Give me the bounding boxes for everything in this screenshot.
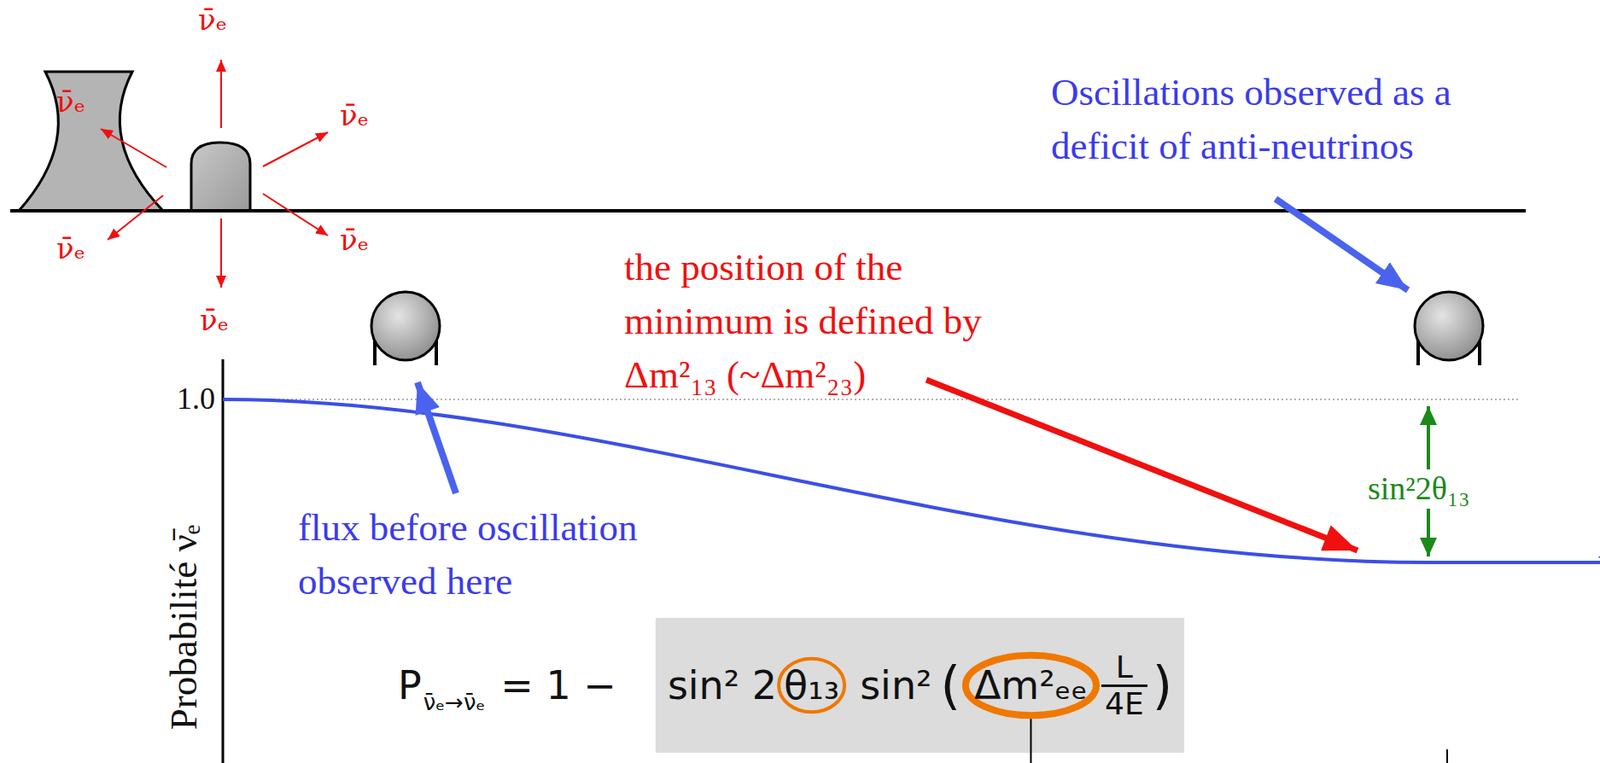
neutrino-label: ν̄ₑ bbox=[198, 3, 228, 37]
callout-arrow bbox=[417, 382, 456, 494]
far-detector bbox=[1414, 291, 1484, 366]
formula-term: P bbox=[397, 664, 422, 708]
formula-term: Δm²ₑₑ bbox=[974, 664, 1088, 708]
formula-fraction: L4E bbox=[1101, 650, 1148, 721]
neutrino-label: ν̄ₑ bbox=[339, 223, 369, 257]
formula-term: = 1 − bbox=[500, 664, 617, 708]
near-detector bbox=[371, 291, 440, 366]
neutrino-label: ν̄ₑ bbox=[56, 232, 86, 266]
formula-term: sin² bbox=[859, 664, 932, 708]
formula-term: sin² 2 bbox=[667, 664, 777, 708]
highlight-ring bbox=[778, 659, 845, 713]
formula-term: 4E bbox=[1101, 684, 1148, 722]
callout-text: flux before oscillation observed here bbox=[297, 501, 725, 609]
amplitude-label: sin²2θ₁₃ bbox=[1364, 469, 1473, 509]
formula-subscript: ν̄ₑ→ν̄ₑ bbox=[423, 690, 486, 716]
callout-arrow bbox=[926, 379, 1358, 551]
highlight-ring bbox=[965, 655, 1097, 717]
formula-term: L bbox=[1115, 650, 1133, 685]
formula-term: ( bbox=[940, 657, 960, 714]
callout-text: Oscillations observed as a deficit of an… bbox=[1051, 65, 1555, 174]
reactor-dome bbox=[191, 142, 251, 211]
formula-term: θ₁₃ bbox=[783, 664, 840, 708]
cooling-tower bbox=[18, 71, 164, 211]
formula-term: ) bbox=[1152, 657, 1173, 714]
callout-arrow bbox=[1275, 198, 1408, 291]
probability-axis bbox=[221, 359, 225, 763]
neutrino-label: ν̄ₑ bbox=[56, 85, 86, 119]
tick-line bbox=[1446, 749, 1449, 763]
callout-text: the position of the minimum is defined b… bbox=[624, 240, 1052, 403]
axis-value: 1.0 bbox=[176, 380, 216, 418]
axis-title: Probabilité ν̄ₑ bbox=[160, 525, 207, 731]
neutrino-arrows bbox=[100, 59, 328, 288]
neutrino-label: ν̄ₑ bbox=[339, 99, 369, 133]
tick-line bbox=[1029, 718, 1032, 763]
neutrino-label: ν̄ₑ bbox=[199, 303, 229, 338]
highlight-box bbox=[655, 618, 1185, 754]
unity-line bbox=[222, 398, 1520, 401]
formula: Pν̄ₑ→ν̄ₑ = 1 − sin² 2θ₁₃ sin²( Δm²ₑₑ L4E) bbox=[397, 630, 1173, 742]
